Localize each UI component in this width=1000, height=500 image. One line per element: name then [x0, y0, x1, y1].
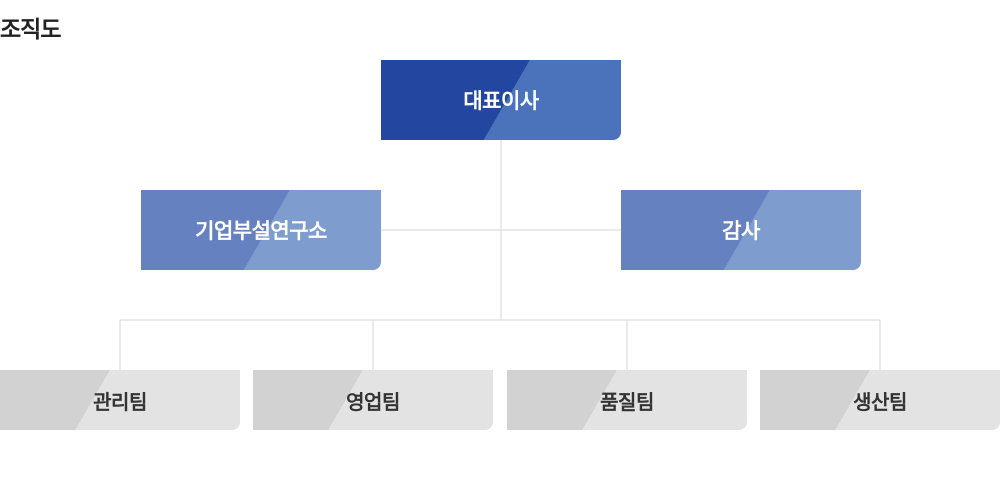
org-node-label: 생산팀	[853, 389, 907, 414]
org-node-label: 감사	[722, 219, 760, 243]
org-node-label: 품질팀	[600, 389, 654, 414]
org-node-label: 관리팀	[93, 389, 147, 414]
org-node-quality-team: 품질팀	[507, 370, 747, 430]
org-node-label: 영업팀	[346, 389, 400, 414]
org-node-management-team: 관리팀	[0, 370, 240, 430]
org-node-audit: 감사	[621, 190, 861, 270]
page-title: 조직도	[0, 17, 61, 43]
org-node-sales-team: 영업팀	[253, 370, 493, 430]
org-node-label: 대표이사	[463, 89, 539, 113]
org-node-research-institute: 기업부설연구소	[141, 190, 381, 270]
org-node-ceo: 대표이사	[381, 60, 621, 140]
org-node-label: 기업부설연구소	[195, 219, 327, 243]
org-node-production-team: 생산팀	[760, 370, 1000, 430]
